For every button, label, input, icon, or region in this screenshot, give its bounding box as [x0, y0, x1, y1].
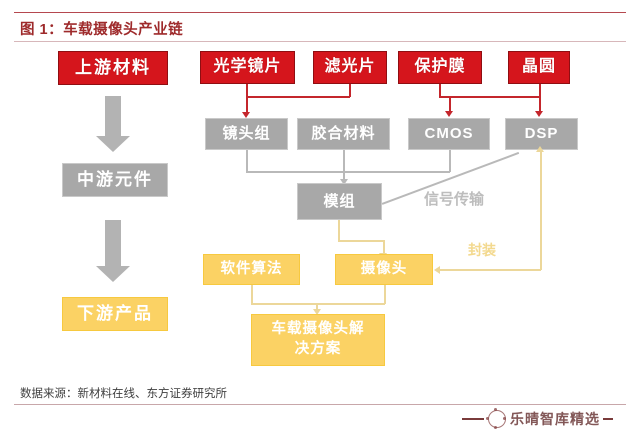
circle-logo-icon	[486, 408, 507, 429]
product-box-camera: 摄像头	[335, 254, 433, 285]
header-rule-top	[14, 12, 626, 13]
arrowhead-dsp-in	[535, 111, 543, 117]
solution-box: 车载摄像头解 决方案	[251, 314, 385, 366]
material-box-optical-lens: 光学镜片	[200, 51, 295, 84]
arrowhead-solution-in	[313, 309, 321, 315]
material-box-wafer: 晶圆	[508, 51, 570, 84]
header-rule-bottom	[14, 41, 626, 42]
edge-packaging-vertical	[540, 150, 542, 270]
edge-wafer-to-dsp	[539, 96, 541, 113]
component-box-adhesive-material: 胶合材料	[297, 118, 390, 150]
stage-arrow-midstream-to-downstream	[96, 220, 130, 282]
edge-optical-lens-to-lens-group	[246, 84, 248, 114]
watermark-dash-left	[462, 418, 484, 420]
edge-module-to-camera-elbow	[338, 240, 384, 242]
page-title: 图 1：车载摄像头产业链	[20, 22, 184, 38]
watermark-dash-right	[603, 418, 613, 420]
arrowhead-packaging-in	[434, 266, 440, 274]
edge-wafer-drop	[539, 84, 541, 96]
edge-label-packaging: 封装	[468, 242, 496, 258]
edge-module-down	[338, 220, 340, 241]
arrowhead-packaging-to-dsp	[536, 146, 544, 152]
edge-protective-film-elbow	[439, 96, 451, 98]
stage-box-downstream: 下游产品	[62, 297, 168, 331]
edge-optical-filter-drop	[349, 84, 351, 97]
module-box: 模组	[297, 183, 382, 220]
stage-box-midstream: 中游元件	[62, 163, 168, 197]
edge-lens-group-drop	[246, 150, 248, 172]
component-box-cmos: CMOS	[408, 118, 490, 150]
arrowhead-lens-group-in	[242, 112, 250, 118]
source-note: 数据来源：新材料在线、东方证券研究所	[20, 388, 227, 400]
edge-label-signal-transmission: 信号传输	[424, 191, 485, 208]
edge-software-drop	[251, 285, 253, 304]
material-box-protective-film: 保护膜	[398, 51, 482, 84]
edge-solution-feed	[316, 303, 318, 311]
edge-protective-film-drop	[439, 84, 441, 96]
stage-arrow-upstream-to-midstream	[96, 96, 130, 152]
watermark-text: 乐晴智库精选	[510, 411, 600, 427]
watermark: 乐晴智库精选	[462, 404, 634, 434]
edge-bus-optical-lens-filter	[246, 96, 350, 98]
arrowhead-module-in	[340, 179, 348, 185]
component-box-lens-group: 镜头组	[205, 118, 288, 150]
footer-rule	[14, 404, 626, 405]
edge-module-to-camera	[383, 240, 385, 255]
stage-box-upstream: 上游材料	[58, 51, 168, 85]
edge-cmos-drop	[449, 150, 451, 172]
edge-module-feed	[343, 171, 345, 181]
solution-line-1: 车载摄像头解	[271, 321, 365, 338]
edge-adhesive-drop	[343, 150, 345, 172]
product-box-software-algorithm: 软件算法	[203, 254, 300, 285]
solution-line-2: 决方案	[294, 341, 342, 357]
edge-protective-film-to-cmos	[449, 96, 451, 113]
edge-packaging-horizontal	[440, 269, 541, 271]
edge-bus-products-to-solution	[251, 303, 385, 305]
arrowhead-cmos-in	[445, 111, 453, 117]
edge-bus-wafer-to-cmos	[449, 96, 541, 98]
edge-bus-components-to-module	[246, 171, 450, 173]
edge-camera-drop	[384, 285, 386, 304]
material-box-optical-filter: 滤光片	[313, 51, 387, 84]
